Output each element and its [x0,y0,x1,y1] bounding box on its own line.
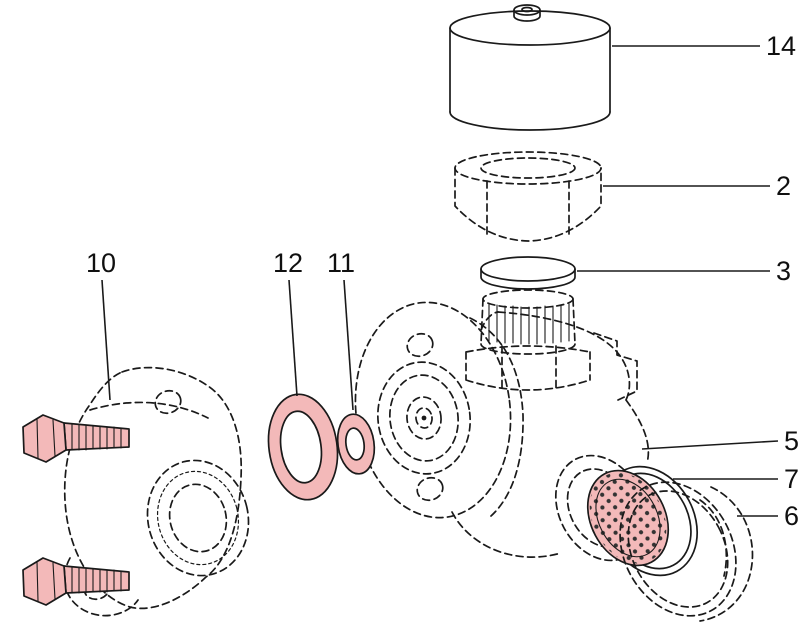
part-2-hex-nut [454,151,602,242]
leader-10 [101,279,111,401]
label-5: 5 [784,426,799,456]
bolt-head [22,557,67,606]
label-3: 3 [776,256,791,286]
inlet-bore-outer [146,459,250,577]
neck-threads [488,303,570,345]
ring-inner [344,427,366,461]
part-12-gasket [267,393,339,501]
part-11-ring [336,413,376,475]
label-10: 10 [86,248,116,278]
inlet-bore-inner [168,483,228,553]
flange-bolt-hole-top [406,332,434,358]
part-3-disc [480,256,576,290]
label-12: 12 [273,248,303,278]
bolt-head [22,414,67,463]
flange-bolt-hole-bottom [416,476,444,502]
bolt-threads [71,566,122,594]
gasket-inner [279,410,323,484]
cap-rim-inner [627,490,729,608]
body-flange [354,301,512,519]
cover-nub [513,4,541,16]
inlet-bolt-hole-top [154,389,182,415]
part-10-bolt-top [22,414,130,463]
leader-12 [288,279,298,397]
bolt-threads [71,423,122,451]
inlet-bore-threads [156,470,240,566]
label-14: 14 [766,31,796,61]
leader-5 [641,440,779,450]
part-labels: 14 2 3 5 7 6 10 12 11 [86,31,799,531]
bolt-shank [63,422,130,451]
label-6: 6 [784,501,799,531]
label-7: 7 [784,464,799,494]
nut-top-face [454,151,602,185]
part-5-strainer [586,469,670,567]
cap-rim-outer [619,481,737,617]
part-14-cover [449,4,611,131]
cap-body [699,486,754,622]
cover-top-face [449,10,611,46]
part-6-cap [619,481,754,622]
strainer-rim [595,478,661,558]
part-10-bolt-bottom [22,557,130,606]
bolt-shank [63,565,130,594]
label-11: 11 [327,248,355,278]
side-boss [593,332,638,401]
leader-11 [343,279,354,411]
leader-lines [101,45,779,517]
label-2: 2 [776,171,791,201]
